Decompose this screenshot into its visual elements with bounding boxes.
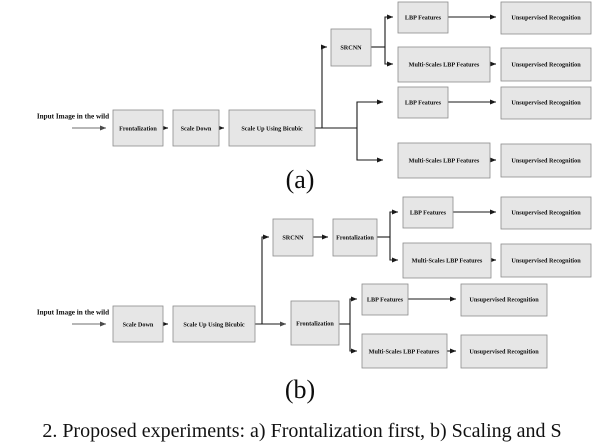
panel-b-node-scale-up-label: Scale Up Using Bicubic xyxy=(183,321,245,328)
panel-b-node-scale-down-label: Scale Down xyxy=(123,321,154,328)
panel-b-node-unsup-bottom-2[interactable]: Unsupervised Recognition xyxy=(460,334,548,369)
panel-b-edge-front-top-to-mslbp-top xyxy=(389,237,399,263)
panel-b-node-srcnn-label: SRCNN xyxy=(282,234,304,241)
panel-b-edge-front-top-to-lbp-top xyxy=(389,209,399,237)
panel-a-node-frontalization-label: Frontalization xyxy=(119,125,157,132)
panel-b-node-lbp-bottom[interactable]: LBP Features xyxy=(361,283,409,316)
panel-b-edge-front-bottom-to-mslbp-bottom xyxy=(349,324,358,354)
panel-a-input-label: Input Image in the wild xyxy=(37,113,109,121)
panel-b-label: (b) xyxy=(285,375,315,404)
panel-a-node-mslbp-top[interactable]: Multi-Scales LBP Features xyxy=(397,46,491,83)
panel-b-node-frontalization-top-label: Frontalization xyxy=(336,234,374,241)
panel-a-node-scale-down-label: Scale Down xyxy=(181,125,212,132)
panel-a-node-frontalization[interactable]: Frontalization xyxy=(112,109,164,147)
panel-a-node-lbp-top-label: LBP Features xyxy=(405,14,442,21)
panel-b-node-frontalization-bottom-label: Frontalization xyxy=(296,320,334,327)
panel-b-node-mslbp-top[interactable]: Multi-Scales LBP Features xyxy=(402,242,492,279)
panel-a-node-unsup-bottom-2[interactable]: Unsupervised Recognition xyxy=(500,143,592,178)
panel-b-node-lbp-top-label: LBP Features xyxy=(410,209,447,216)
panel-a-node-unsup-top-2-label: Unsupervised Recognition xyxy=(511,61,581,68)
figure-caption: 2. Proposed experiments: a) Frontalizati… xyxy=(42,420,562,442)
panel-a-node-srcnn[interactable]: SRCNN xyxy=(330,28,372,67)
panel-b-edge-scaleup-to-srcnn xyxy=(261,234,270,324)
panel-a-node-srcnn-label: SRCNN xyxy=(340,44,362,51)
panel-b-node-unsup-top-2[interactable]: Unsupervised Recognition xyxy=(500,243,592,278)
panel-b-node-unsup-top-1[interactable]: Unsupervised Recognition xyxy=(500,196,592,230)
panel-b-node-unsup-top-2-label: Unsupervised Recognition xyxy=(511,257,581,264)
panel-b-node-frontalization-top[interactable]: Frontalization xyxy=(332,218,378,257)
panel-a-node-lbp-bottom-label: LBP Features xyxy=(405,99,442,106)
panel-a-node-unsup-bottom-1-label: Unsupervised Recognition xyxy=(511,99,581,106)
panel-b-input-label: Input Image in the wild xyxy=(37,309,109,317)
panel-a-edge-scaleup-to-srcnn xyxy=(320,44,328,128)
panel-a-node-unsup-top-1[interactable]: Unsupervised Recognition xyxy=(500,1,592,35)
panel-b-node-lbp-top[interactable]: LBP Features xyxy=(402,196,454,229)
panel-b-node-mslbp-top-label: Multi-Scales LBP Features xyxy=(412,257,483,264)
panel-a-node-scale-up-label: Scale Up Using Bicubic xyxy=(241,125,303,132)
panel-a-node-lbp-bottom[interactable]: LBP Features xyxy=(397,86,449,119)
panel-a-node-lbp-top[interactable]: LBP Features xyxy=(397,1,449,34)
panel-b-node-frontalization-bottom[interactable]: Frontalization xyxy=(290,300,340,346)
panel-b-node-mslbp-bottom[interactable]: Multi-Scales LBP Features xyxy=(361,333,448,369)
panel-b-node-scale-down[interactable]: Scale Down xyxy=(112,305,164,343)
panel-a-node-unsup-bottom-1[interactable]: Unsupervised Recognition xyxy=(500,86,592,120)
panel-a-node-scale-down[interactable]: Scale Down xyxy=(172,109,220,147)
panel-a-edge-bus-to-lbp-bottom xyxy=(356,99,384,128)
flowchart-canvas: Input Image in the wild Frontalization S… xyxy=(37,1,592,404)
panel-a-node-unsup-top-1-label: Unsupervised Recognition xyxy=(511,14,581,21)
panel-a-node-scale-up[interactable]: Scale Up Using Bicubic xyxy=(228,109,316,147)
panel-a-label: (a) xyxy=(286,165,315,194)
panel-a-node-mslbp-bottom[interactable]: Multi-Scales LBP Features xyxy=(397,142,491,179)
figure-root: Input Image in the wild Frontalization S… xyxy=(37,1,592,442)
panel-b-node-mslbp-bottom-label: Multi-Scales LBP Features xyxy=(369,348,440,355)
panel-a-edge-srcnn-to-lbp-top xyxy=(384,14,394,47)
panel-a-edge-bus-to-mslbp-bottom xyxy=(356,128,384,163)
panel-b-node-lbp-bottom-label: LBP Features xyxy=(367,296,404,303)
panel-b-node-unsup-bottom-1[interactable]: Unsupervised Recognition xyxy=(460,283,548,317)
panel-a-edge-srcnn-to-mslbp-top xyxy=(384,47,394,67)
panel-a-node-mslbp-bottom-label: Multi-Scales LBP Features xyxy=(409,157,480,164)
panel-b-node-scale-up[interactable]: Scale Up Using Bicubic xyxy=(172,305,256,343)
panel-b-node-unsup-top-1-label: Unsupervised Recognition xyxy=(511,209,581,216)
panel-a-node-unsup-bottom-2-label: Unsupervised Recognition xyxy=(511,157,581,164)
panel-b-node-unsup-bottom-2-label: Unsupervised Recognition xyxy=(469,348,539,355)
panel-b-edge-front-bottom-to-lbp-bottom xyxy=(349,296,358,324)
panel-b-node-unsup-bottom-1-label: Unsupervised Recognition xyxy=(469,296,539,303)
panel-a-node-unsup-top-2[interactable]: Unsupervised Recognition xyxy=(500,47,592,82)
panel-a-node-mslbp-top-label: Multi-Scales LBP Features xyxy=(409,61,480,68)
panel-b-node-srcnn[interactable]: SRCNN xyxy=(272,218,314,257)
